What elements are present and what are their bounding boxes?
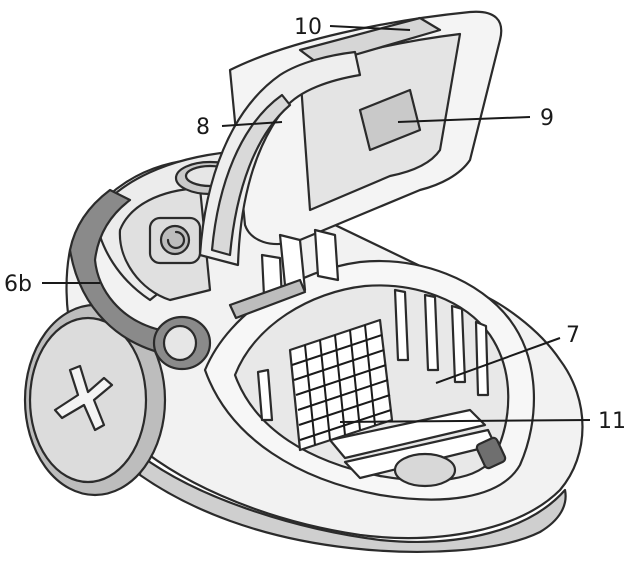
- callout-labels: 10 8 9 6b 7 11: [4, 15, 626, 434]
- leader-line-7: [435, 337, 561, 384]
- callout-9: 9: [540, 106, 554, 131]
- dust-compartment: [203, 260, 536, 501]
- power-button: [159, 224, 191, 256]
- leader-line-9: [397, 116, 531, 123]
- callout-7: 7: [566, 323, 580, 348]
- filter-grid: [288, 318, 394, 452]
- callout-8: 8: [196, 115, 210, 140]
- rear-wheel: [23, 303, 167, 497]
- bag-holder: [358, 88, 422, 152]
- callout-10: 10: [294, 15, 322, 40]
- callout-11: 11: [598, 409, 626, 434]
- leader-line-8: [221, 121, 283, 127]
- leader-line-10: [329, 25, 411, 31]
- callout-6b: 6b: [4, 272, 32, 297]
- callout-lines: [42, 25, 591, 423]
- side-bumper: [68, 188, 212, 371]
- leader-line-11: [339, 419, 591, 423]
- carry-handle: [198, 50, 362, 267]
- open-lid: [198, 10, 503, 320]
